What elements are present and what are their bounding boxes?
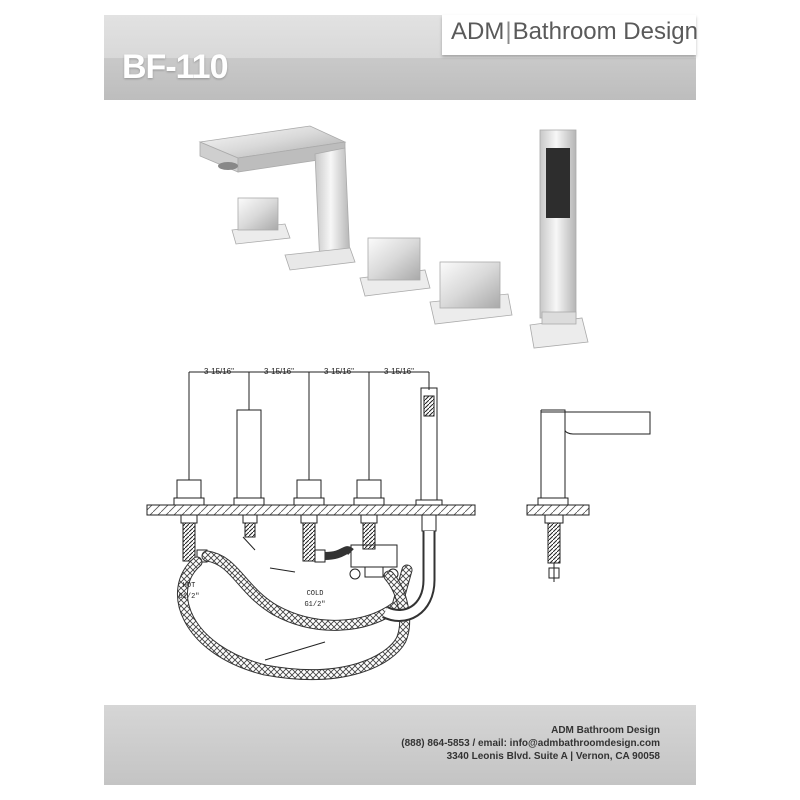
- side-view-shank: [547, 522, 561, 564]
- dimension-label-2: 3-15/16": [264, 367, 294, 376]
- model-number: BF-110: [122, 48, 228, 86]
- handle-cold-illustration: [359, 237, 431, 297]
- diverter-valve-body: [356, 479, 382, 499]
- cold-label: COLD: [307, 590, 324, 598]
- footer-company: ADM Bathroom Design: [551, 725, 660, 736]
- dimension-label-1: 3-15/16": [204, 367, 234, 376]
- brand-name-bathroom-design: Bathroom Design: [512, 18, 699, 45]
- brand-name-adm: ADM: [451, 18, 505, 45]
- header-stripe: [104, 58, 696, 100]
- brand-separator: |: [505, 18, 512, 45]
- cold-valve-body: [296, 479, 322, 499]
- cold-thread-label: G1/2": [304, 601, 325, 609]
- brand-logo: ADM|Bathroom Design: [451, 18, 698, 46]
- deck-plate-side: [526, 504, 590, 516]
- hot-valve-body: [176, 479, 202, 499]
- spout-illustration: [198, 125, 356, 271]
- hand-shower-illustration: [529, 129, 589, 349]
- hot-label: HOT: [183, 582, 196, 590]
- side-view-spout: [541, 409, 651, 435]
- handle-diverter-illustration: [429, 261, 513, 325]
- hot-thread-label: G1/2": [178, 593, 199, 601]
- dimension-label-4: 3-15/16": [384, 367, 414, 376]
- cold-shank: [302, 522, 316, 562]
- product-photo: [198, 125, 589, 349]
- brand-box: [442, 15, 696, 55]
- dimension-label-3: 3-15/16": [324, 367, 354, 376]
- footer-contact: (888) 864-5853 / email: info@admbathroom…: [401, 738, 660, 749]
- handle-hot-illustration: [231, 197, 291, 245]
- footer-band: [104, 705, 696, 785]
- hot-shank: [182, 522, 196, 562]
- technical-drawing: 3-15/16" 3-15/16" 3-15/16" 3-15/16" HOT …: [146, 367, 651, 681]
- footer-address: 3340 Leonis Blvd. Suite A | Vernon, CA 9…: [446, 751, 660, 762]
- footer-contact-block: ADM Bathroom Design (888) 864-5853 / ema…: [401, 724, 660, 763]
- deck-plate: [146, 504, 476, 516]
- spout-column: [236, 409, 262, 499]
